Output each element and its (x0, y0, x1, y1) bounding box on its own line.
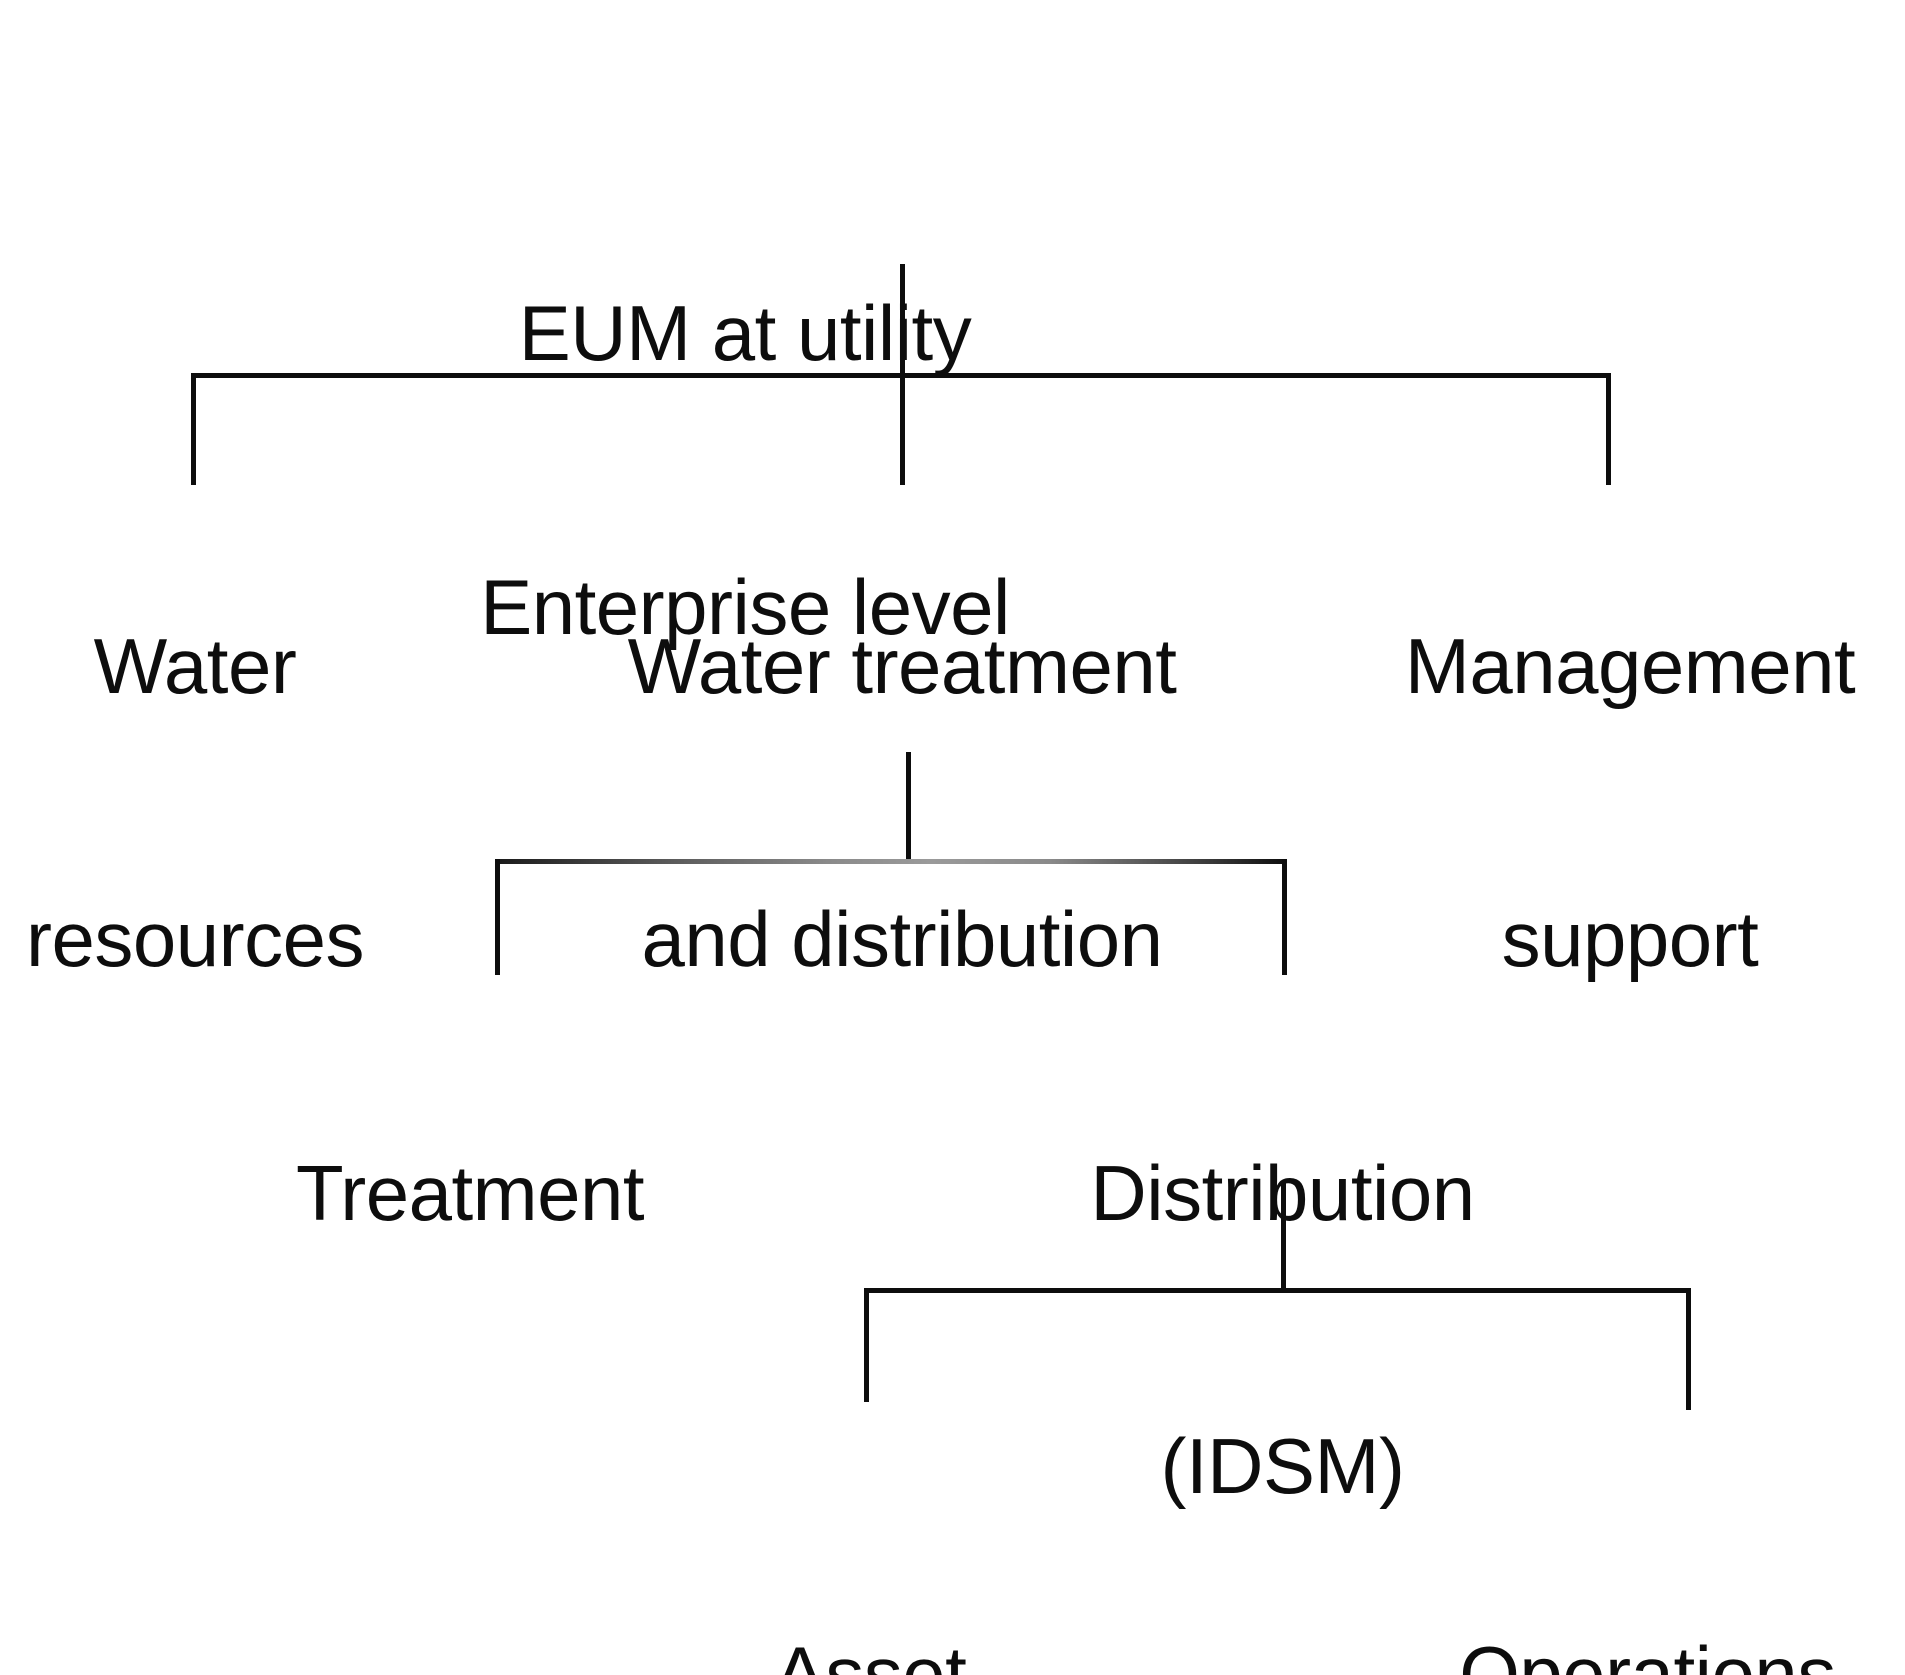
connector-to-treatment (495, 859, 500, 975)
node-water-resources: Water resources (0, 438, 390, 1168)
node-water-treatment-distribution-line1: Water treatment (627, 621, 1177, 710)
node-management-support-line1: Management (1404, 621, 1856, 710)
connector-to-management-support (1606, 373, 1611, 485)
node-eum-enterprise-title-line1: EUM at utility (518, 288, 972, 377)
node-operations-optimization: Operations optimization (1390, 1446, 1905, 1675)
connector-level4-bar (864, 1288, 1691, 1293)
node-treatment: Treatment (250, 965, 690, 1421)
node-water-treatment-distribution-line2: and distribution (641, 895, 1163, 984)
node-water-resources-line1: Water (93, 621, 297, 710)
connector-to-distribution-idsm (1282, 859, 1287, 975)
node-distribution-idsm-line2: (IDSM) (1160, 1422, 1405, 1511)
node-management-support: Management support (1355, 438, 1905, 1168)
connector-to-water-resources (191, 373, 196, 485)
node-management-support-line2: support (1501, 895, 1759, 984)
node-water-treatment-distribution: Water treatment and distribution (482, 438, 1322, 1168)
node-treatment-line1: Treatment (295, 1148, 645, 1237)
connector-water-treatment-stem (906, 752, 911, 864)
connector-to-asset-management (864, 1288, 869, 1402)
connector-to-operations-optimization (1686, 1288, 1691, 1410)
node-water-resources-line2: resources (26, 895, 364, 984)
connector-level3-bar (495, 859, 1287, 864)
connector-to-water-treatment-distribution (900, 373, 905, 485)
node-operations-optimization-line1: Operations (1459, 1629, 1836, 1675)
node-asset-management: Asset management (590, 1446, 1150, 1675)
node-eum-enterprise: EUM at utility Enterprise level EUM at u… (400, 14, 1090, 835)
node-eum-enterprise-title-line2: Enterprise level (480, 562, 1010, 651)
node-asset-management-line1: Asset (773, 1629, 967, 1675)
connector-root-stem (900, 264, 905, 378)
connector-distribution-stem (1281, 1182, 1286, 1292)
